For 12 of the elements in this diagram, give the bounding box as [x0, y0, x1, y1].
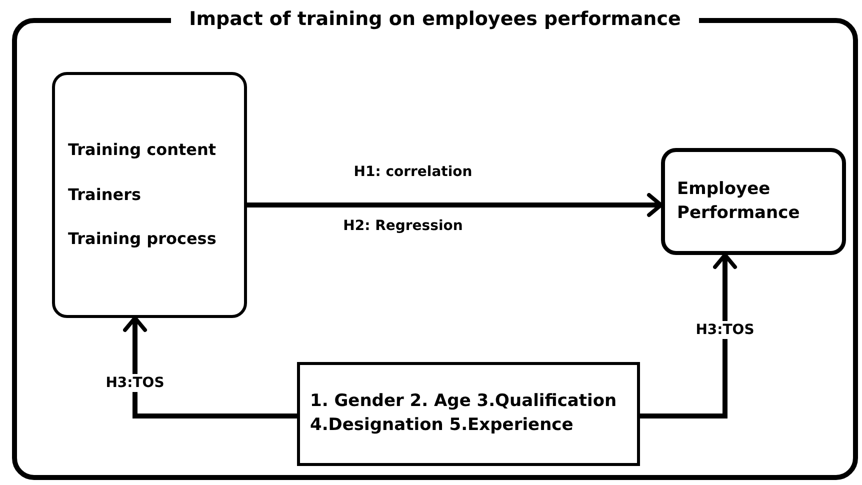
- node-text: Employee Performance: [677, 178, 801, 224]
- node-text: Training process: [68, 228, 218, 250]
- rectangle-box: [297, 362, 640, 466]
- arrow: [123, 316, 297, 418]
- annotation-text: H2: Regression: [341, 217, 465, 235]
- node-text: Training content: [68, 139, 218, 162]
- arrow: [640, 253, 737, 418]
- rounded-box: [52, 72, 247, 318]
- node-text: Trainers: [68, 184, 142, 206]
- arrow: [247, 193, 663, 217]
- rounded-box: [661, 148, 846, 255]
- node-text: 1. Gender 2. Age 3.Qualification 4.Designation 5.Experience: [310, 390, 618, 437]
